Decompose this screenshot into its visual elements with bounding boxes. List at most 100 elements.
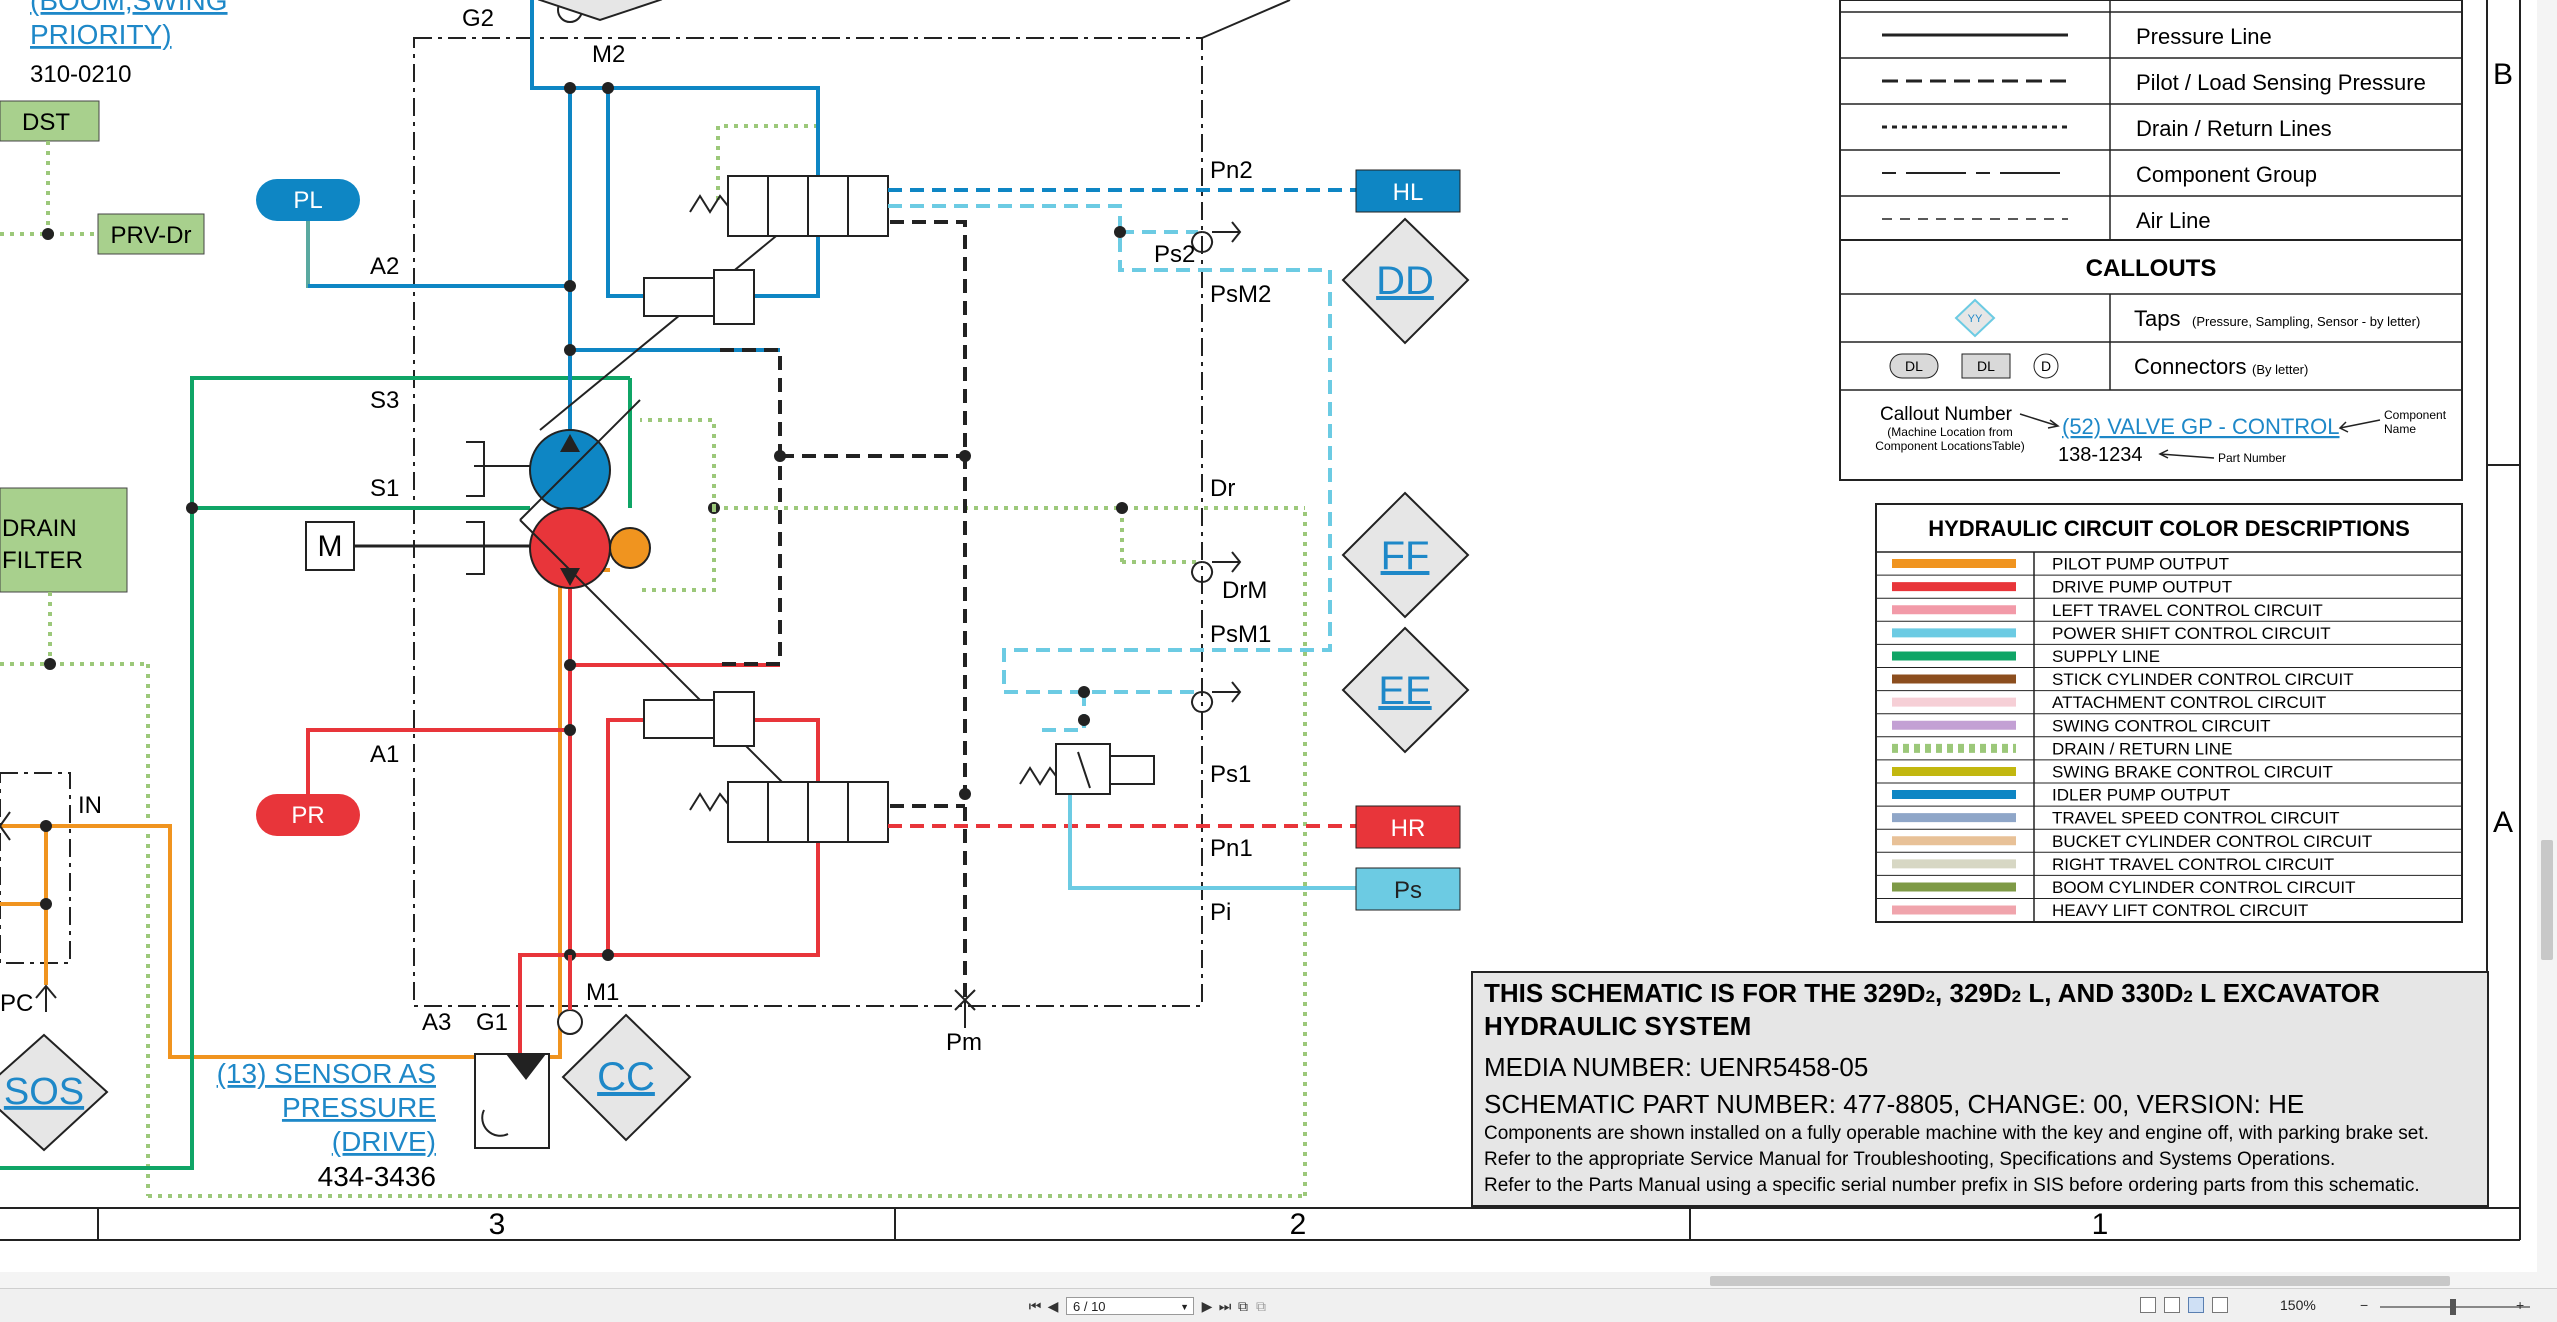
boom-swing-priority-link-1[interactable]: (BOOM,SWING [30, 0, 228, 16]
pilot-pump[interactable] [609, 527, 651, 569]
first-page-button[interactable]: ⏮ [1028, 1297, 1042, 1314]
port-pm: Pm [946, 1029, 982, 1056]
sensor-link-1[interactable]: (13) SENSOR AS [217, 1058, 436, 1089]
continuous-view-icon[interactable] [2164, 1297, 2180, 1313]
color-descriptions-table: HYDRAULIC CIRCUIT COLOR DESCRIPTIONS PIL… [1875, 503, 2463, 923]
sensor-link-3[interactable]: (DRIVE) [332, 1126, 436, 1157]
ps-label: Ps [1394, 877, 1422, 904]
port-ps1: Ps1 [1210, 761, 1251, 788]
info-note-1: Components are shown installed on a full… [1484, 1123, 2429, 1144]
zoom-out-button[interactable]: − [2360, 1297, 2369, 1313]
port-s1: S1 [370, 475, 399, 502]
color-row-label: ATTACHMENT CONTROL CIRCUIT [2052, 693, 2326, 712]
power-shift-valve[interactable] [1019, 743, 1155, 795]
boom-swing-priority-link-2[interactable]: PRIORITY) [30, 19, 172, 50]
part-number-label: Part Number [2218, 451, 2286, 465]
callout-note-2: Component LocationsTable) [1875, 439, 2024, 453]
ps-connector[interactable] [1355, 867, 1461, 911]
port-m2: M2 [592, 41, 625, 68]
port-a2: A2 [370, 253, 399, 280]
sos-tap-link[interactable]: SOS [4, 1071, 84, 1113]
zoom-slider-handle[interactable] [2450, 1299, 2456, 1315]
rotate-view-icon[interactable] [2212, 1297, 2228, 1313]
dd-tap-link[interactable]: DD [1376, 259, 1434, 303]
hr-connector[interactable] [1355, 805, 1461, 849]
color-row-label: BOOM CYLINDER CONTROL CIRCUIT [2052, 878, 2356, 897]
sensor-part-number: 434-3436 [318, 1161, 436, 1192]
port-m1: M1 [586, 979, 619, 1006]
prev-page-button[interactable]: ◀ [1047, 1297, 1059, 1314]
fit-page-icon[interactable]: ⧉ [1238, 1297, 1248, 1314]
color-row-label: HEAVY LIFT CONTROL CIRCUIT [2052, 901, 2308, 920]
cc-tap-link[interactable]: CC [597, 1055, 655, 1099]
color-table-title: HYDRAULIC CIRCUIT COLOR DESCRIPTIONS [1928, 516, 2410, 541]
horizontal-scroll-thumb[interactable] [1710, 1276, 2450, 1286]
drain-filter-label-1: DRAIN [2, 515, 77, 542]
pc-label: PC [0, 990, 33, 1017]
drain-filter-label-2: FILTER [2, 547, 83, 574]
connector-symbol-2: DL [1977, 358, 1995, 374]
color-row-label: SUPPLY LINE [2052, 647, 2160, 666]
ee-tap-diamond[interactable] [1341, 626, 1470, 754]
zone-3: 3 [489, 1208, 506, 1241]
info-part-number: SCHEMATIC PART NUMBER: 477-8805, CHANGE:… [1484, 1089, 2304, 1119]
hr-label: HR [1391, 815, 1426, 842]
callouts-title: CALLOUTS [2086, 255, 2217, 282]
pl-connector[interactable] [256, 179, 360, 221]
single-page-view-icon[interactable] [2140, 1297, 2156, 1313]
component-name-label-2: Name [2384, 422, 2416, 436]
port-ps2: Ps2 [1154, 241, 1195, 268]
pump-group-box [413, 37, 1203, 1007]
cc-tap-diamond[interactable] [561, 1013, 692, 1142]
fit-width-icon[interactable]: ⧉ [1256, 1297, 1266, 1314]
color-row-label: DRAIN / RETURN LINE [2052, 739, 2232, 758]
color-row-label: POWER SHIFT CONTROL CIRCUIT [2052, 624, 2331, 643]
next-page-button[interactable]: ▶ [1201, 1297, 1213, 1314]
zoom-in-button[interactable]: + [2516, 1297, 2525, 1313]
port-a3: A3 [422, 1009, 451, 1036]
sos-tap-diamond[interactable] [0, 1033, 109, 1152]
line-legend: Pressure Line Pilot / Load Sensing Press… [1839, 0, 2463, 481]
drain-filter-component[interactable] [0, 487, 128, 593]
dd-tap-diamond[interactable] [1341, 217, 1470, 345]
lower-control-valve[interactable] [643, 691, 889, 843]
page-navigation: ⏮ ◀ 6 / 10▼ ▶ ⏭ ⧉ ⧉ [1026, 1296, 1270, 1316]
view-mode-buttons [2140, 1297, 2228, 1313]
motor[interactable] [305, 521, 355, 571]
hl-connector[interactable] [1355, 169, 1461, 213]
zone-a: A [2493, 806, 2513, 839]
color-row-label: IDLER PUMP OUTPUT [2052, 786, 2230, 805]
color-row-label: LEFT TRAVEL CONTROL CIRCUIT [2052, 601, 2323, 620]
zone-b: B [2493, 58, 2513, 91]
info-title-line2: HYDRAULIC SYSTEM [1484, 1011, 1751, 1041]
connector-pill-icon [1889, 353, 1939, 379]
pr-connector[interactable] [256, 794, 360, 836]
legend-air-line: Air Line [2136, 208, 2211, 233]
facing-view-icon[interactable] [2188, 1297, 2204, 1313]
tap-symbol-text: YY [1968, 313, 1983, 325]
prv-dr-component[interactable] [97, 213, 205, 255]
callout-example-link[interactable]: (52) VALVE GP - CONTROL [2062, 414, 2340, 439]
page-number-input[interactable]: 6 / 10▼ [1066, 1297, 1194, 1315]
zoom-level[interactable]: 150% [2280, 1297, 2316, 1313]
sensor-link-2[interactable]: PRESSURE [282, 1092, 436, 1123]
ff-tap-diamond[interactable] [1341, 491, 1470, 619]
vertical-scroll-thumb[interactable] [2541, 840, 2553, 960]
connector-symbol-3: D [2041, 358, 2051, 374]
vertical-scrollbar[interactable] [2537, 0, 2557, 1272]
ee-tap-link[interactable]: EE [1378, 669, 1431, 713]
ff-tap-link[interactable]: FF [1381, 534, 1430, 578]
upper-control-valve[interactable] [643, 175, 889, 325]
pl-label: PL [293, 187, 322, 214]
legend-pilot-line: Pilot / Load Sensing Pressure [2136, 70, 2426, 95]
callout-connectors-note: (By letter) [2252, 362, 2308, 377]
connector-circle-icon [2033, 353, 2059, 379]
info-title-line1: THIS SCHEMATIC IS FOR THE 329D2, 329D2 L… [1484, 978, 2380, 1008]
motor-label: M [318, 530, 343, 563]
connector-box-icon [1961, 353, 2011, 379]
pressure-sensor[interactable] [474, 1053, 550, 1149]
chevron-down-icon: ▼ [1180, 1302, 1189, 1312]
schematic-info-box: THIS SCHEMATIC IS FOR THE 329D2, 329D2 L… [1471, 971, 2489, 1207]
last-page-button[interactable]: ⏭ [1218, 1297, 1232, 1314]
zone-1: 1 [2092, 1208, 2109, 1241]
